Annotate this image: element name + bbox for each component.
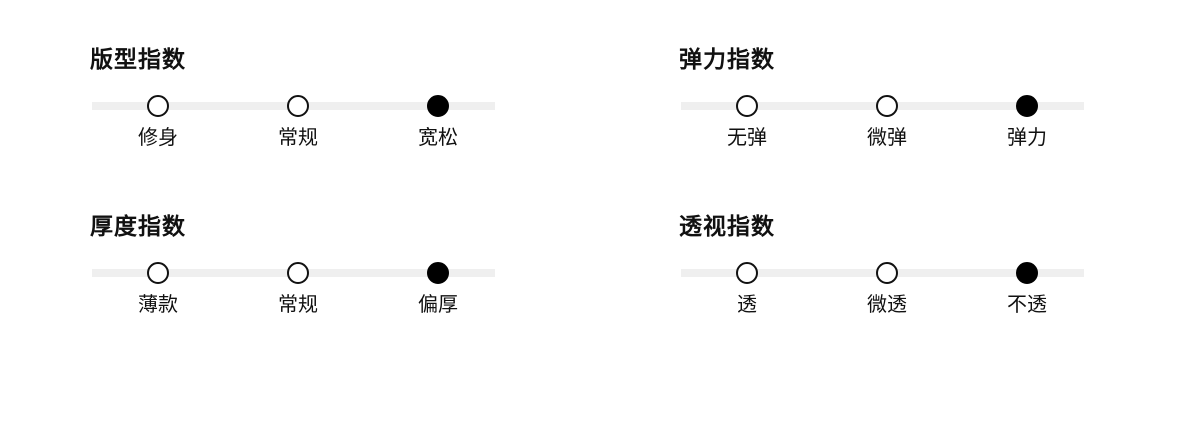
radio-dot-selected-icon xyxy=(1016,262,1038,284)
thickness-option-label: 常规 xyxy=(278,292,318,316)
elasticity-index-title: 弹力指数 xyxy=(679,47,775,73)
thickness-index: 厚度指数 薄款 常规 偏厚 xyxy=(90,212,500,332)
elasticity-option-none[interactable]: 无弹 xyxy=(707,95,787,155)
radio-dot-icon xyxy=(876,95,898,117)
elasticity-option-stretch[interactable]: 弹力 xyxy=(987,95,1067,155)
fit-option-slim[interactable]: 修身 xyxy=(118,95,198,155)
fit-option-label: 常规 xyxy=(278,125,318,149)
radio-dot-icon xyxy=(287,95,309,117)
radio-dot-selected-icon xyxy=(427,262,449,284)
radio-dot-icon xyxy=(147,95,169,117)
fit-index-title: 版型指数 xyxy=(90,47,186,73)
elasticity-option-label: 无弹 xyxy=(727,125,767,149)
radio-dot-icon xyxy=(736,262,758,284)
transparency-index: 透视指数 透 微透 不透 xyxy=(679,212,1089,332)
fit-index: 版型指数 修身 常规 宽松 xyxy=(90,45,500,165)
fit-option-loose[interactable]: 宽松 xyxy=(398,95,478,155)
radio-dot-icon xyxy=(736,95,758,117)
transparency-option-slight[interactable]: 微透 xyxy=(847,262,927,322)
fit-option-regular[interactable]: 常规 xyxy=(258,95,338,155)
transparency-option-label: 透 xyxy=(737,292,757,316)
transparency-index-title: 透视指数 xyxy=(679,214,775,240)
transparency-option-label: 微透 xyxy=(867,292,907,316)
elasticity-option-label: 弹力 xyxy=(1007,125,1047,149)
thickness-option-thick[interactable]: 偏厚 xyxy=(398,262,478,322)
transparency-option-opaque[interactable]: 不透 xyxy=(987,262,1067,322)
thickness-option-label: 薄款 xyxy=(138,292,178,316)
radio-dot-selected-icon xyxy=(427,95,449,117)
radio-dot-selected-icon xyxy=(1016,95,1038,117)
elasticity-option-slight[interactable]: 微弹 xyxy=(847,95,927,155)
elasticity-option-label: 微弹 xyxy=(867,125,907,149)
fit-option-label: 宽松 xyxy=(418,125,458,149)
fit-option-label: 修身 xyxy=(138,125,178,149)
thickness-option-regular[interactable]: 常规 xyxy=(258,262,338,322)
thickness-option-thin[interactable]: 薄款 xyxy=(118,262,198,322)
radio-dot-icon xyxy=(147,262,169,284)
radio-dot-icon xyxy=(287,262,309,284)
transparency-option-sheer[interactable]: 透 xyxy=(707,262,787,322)
radio-dot-icon xyxy=(876,262,898,284)
elasticity-index: 弹力指数 无弹 微弹 弹力 xyxy=(679,45,1089,165)
transparency-option-label: 不透 xyxy=(1007,292,1047,316)
thickness-index-title: 厚度指数 xyxy=(90,214,186,240)
thickness-option-label: 偏厚 xyxy=(418,292,458,316)
